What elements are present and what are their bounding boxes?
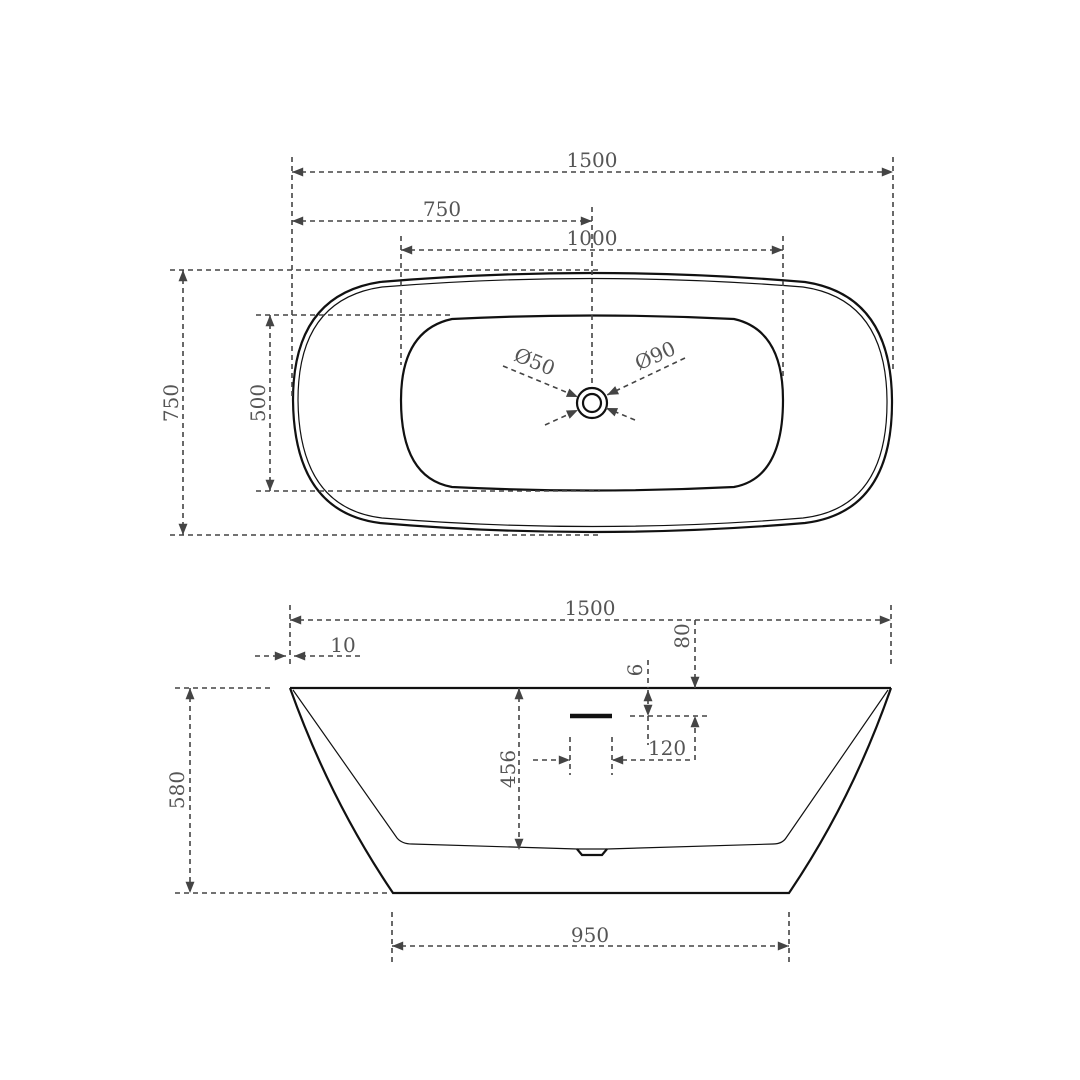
label-basin-width: 500 — [246, 384, 270, 422]
label-overall-height: 580 — [165, 771, 189, 809]
label-overflow-width: 120 — [648, 736, 686, 760]
label-length-top: 1500 — [567, 148, 618, 172]
tub-outer-profile — [288, 687, 893, 895]
label-drain-outer-diameter: Ø90 — [631, 336, 679, 375]
label-rim-offset: 10 — [330, 633, 355, 657]
drain-icon — [576, 848, 608, 857]
label-overflow-height: 6 — [623, 664, 647, 677]
tub-inner-profile — [292, 689, 889, 850]
basin-outline — [399, 314, 785, 492]
label-overall-width: 750 — [159, 384, 183, 422]
top-view: 1500 750 1000 750 500 Ø50 Ø90 — [159, 148, 894, 536]
tub-outer-outline — [291, 271, 894, 534]
label-drain-diameter: Ø50 — [511, 343, 559, 381]
label-center-offset: 750 — [423, 197, 461, 221]
label-length-side: 1500 — [565, 596, 616, 620]
side-view: 1500 10 80 6 120 456 580 950 — [165, 596, 893, 962]
drain-inner-icon — [581, 392, 603, 414]
label-base-length: 950 — [571, 923, 609, 947]
drain-outer-icon — [575, 386, 609, 420]
tub-outer-outline-inner — [297, 277, 888, 528]
label-overflow-top-offset: 80 — [670, 623, 694, 648]
label-inner-depth: 456 — [496, 750, 520, 788]
label-basin-length: 1000 — [567, 226, 618, 250]
